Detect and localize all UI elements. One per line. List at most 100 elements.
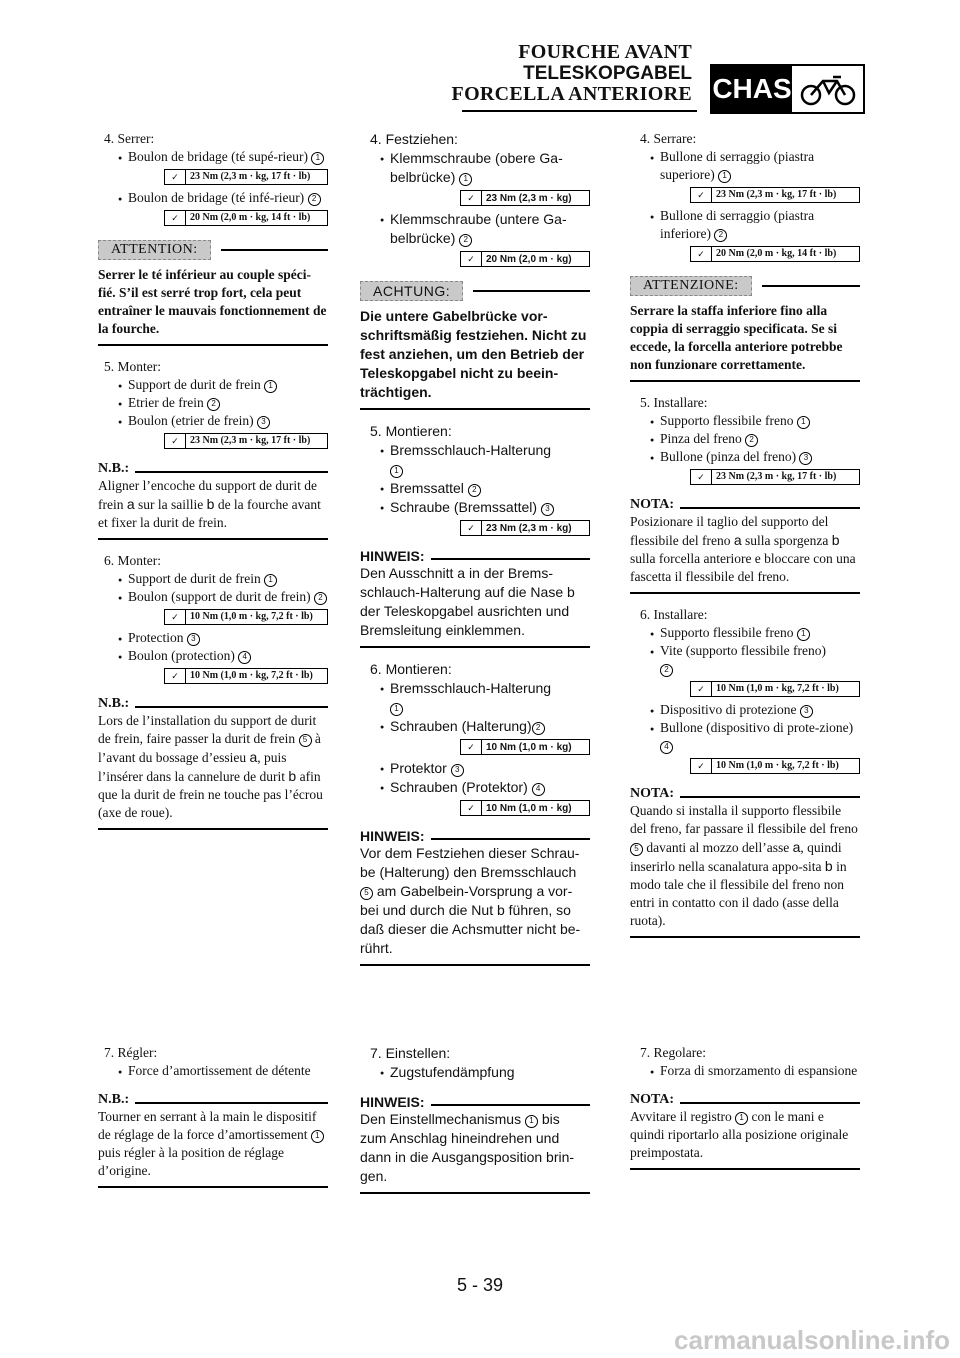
callout-3: 3	[256, 415, 270, 429]
note-title: N.B.:	[98, 696, 130, 711]
bullet-item: Etrier de frein 2	[98, 394, 328, 413]
wrench-torque-icon: ✓	[461, 801, 482, 815]
note-title: NOTA:	[630, 1092, 675, 1107]
callout-1: 1	[718, 169, 732, 183]
note-title: N.B.:	[98, 1092, 130, 1107]
note-title: HINWEIS:	[360, 548, 425, 564]
torque-spec: ✓23 Nm (2,3 m · kg)	[460, 190, 590, 206]
bullet-item: Force d’amortissement de détente	[98, 1062, 328, 1081]
bullet-item: Klemmschraube (untere Ga-belbrücke) 2	[360, 210, 590, 248]
wrench-torque-icon: ✓	[165, 610, 186, 624]
step-label: 6. Installare:	[640, 607, 708, 622]
step-label: 7. Regolare:	[640, 1045, 706, 1060]
callout-2: 2	[467, 483, 481, 497]
note-text: Tourner en serrant à la main le disposit…	[98, 1108, 328, 1180]
note-3: HINWEIS: Den Einstellmechanismus 1 bis z…	[360, 1092, 590, 1194]
torque-spec: ✓20 Nm (2,0 m · kg, 14 ft · lb)	[690, 246, 860, 262]
item-text: Boulon de bridage (té infé-rieur)	[128, 190, 305, 205]
ref-a: a	[126, 496, 135, 512]
warning-text: Serrer le té inférieur au couple spéci-f…	[98, 267, 327, 336]
callout-3: 3	[186, 632, 200, 646]
warning-title: ATTENZIONE:	[630, 276, 752, 296]
wrench-torque-icon: ✓	[461, 740, 482, 754]
note-3: NOTA: Avvitare il registro 1 con le mani…	[630, 1090, 860, 1170]
note-1: HINWEIS: Den Ausschnitt a in der Brems-s…	[360, 546, 590, 648]
ref-a: a	[792, 839, 801, 855]
step-7: 7. Regolare: Forza di smorzamento di esp…	[630, 1044, 860, 1081]
wrench-torque-icon: ✓	[691, 470, 712, 484]
step-label: 4. Serrare:	[640, 131, 697, 146]
callout-2: 2	[714, 228, 728, 242]
callout-1: 1	[264, 379, 278, 393]
callout-1: 1	[459, 172, 473, 186]
step-6: 6. Monter: Support de durit de frein 1 B…	[98, 552, 328, 684]
bullet-item: Bullone (dispositivo di prote-zione) 4	[630, 719, 860, 755]
callout-4: 4	[660, 740, 673, 754]
step-label: 6. Monter:	[104, 553, 161, 568]
note-1: NOTA: Posizionare il taglio del supporto…	[630, 495, 860, 594]
wrench-torque-icon: ✓	[165, 434, 186, 448]
bullet-item: Bullone di serraggio (piastra superiore)…	[630, 148, 860, 184]
callout-4: 4	[531, 782, 545, 796]
step-label: 7. Einstellen:	[370, 1045, 451, 1061]
callout-2: 2	[307, 192, 321, 206]
note-text: Den Einstellmechanismus 1 bis zum Anschl…	[360, 1111, 575, 1184]
item-text: Boulon (etrier de frein)	[128, 413, 254, 428]
bullet-item: Boulon de bridage (té infé-rieur) 2	[98, 189, 328, 208]
note-2: NOTA: Quando si installa il supporto fle…	[630, 784, 860, 938]
step-4: 4. Festziehen: Klemmschraube (obere Ga-b…	[360, 130, 590, 267]
bullet-item: Protection 3	[98, 629, 328, 648]
bullet-item: Support de durit de frein 1	[98, 570, 328, 589]
note-title: NOTA:	[630, 786, 675, 801]
title-fr: FOURCHE AVANT	[518, 41, 692, 63]
ref-a: a	[733, 532, 742, 548]
torque-value: 20 Nm (2,0 m · kg, 14 ft · lb)	[190, 212, 311, 223]
wrench-torque-icon: ✓	[461, 252, 482, 266]
divider	[630, 380, 860, 382]
wrench-torque-icon: ✓	[165, 170, 186, 184]
ref-b: b	[831, 532, 840, 548]
wrench-torque-icon: ✓	[691, 682, 712, 696]
callout-2: 2	[207, 397, 221, 411]
torque-spec: ✓10 Nm (1,0 m · kg)	[460, 739, 590, 755]
note-text: Lors de l’installation du support de dur…	[98, 713, 323, 820]
torque-spec: ✓10 Nm (1,0 m · kg, 7,2 ft · lb)	[164, 609, 328, 625]
callout-2: 2	[531, 721, 545, 735]
step-label: 7. Régler:	[104, 1045, 158, 1060]
torque-value: 23 Nm (2,3 m · kg, 17 ft · lb)	[190, 435, 311, 446]
torque-spec: ✓23 Nm (2,3 m · kg)	[460, 520, 590, 536]
torque-spec: ✓23 Nm (2,3 m · kg, 17 ft · lb)	[164, 169, 328, 185]
divider	[360, 646, 590, 648]
note-text: Posizionare il taglio del supporto del f…	[630, 514, 856, 584]
step-5: 5. Monter: Support de durit de frein 1 E…	[98, 358, 328, 449]
note-title: HINWEIS:	[360, 1094, 425, 1110]
header-titles: FOURCHE AVANT TELESKOPGABEL FORCELLA ANT…	[452, 42, 692, 105]
torque-spec: ✓23 Nm (2,3 m · kg, 17 ft · lb)	[690, 469, 860, 485]
item-text: Etrier de frein	[128, 395, 204, 410]
torque-spec: ✓10 Nm (1,0 m · kg)	[460, 800, 590, 816]
bullet-item: Schrauben (Protektor) 4	[360, 778, 590, 798]
callout-3: 3	[540, 502, 554, 516]
divider	[630, 1168, 860, 1170]
note-text: Avvitare il registro 1 con le mani e qui…	[630, 1109, 849, 1160]
ref-a: a	[249, 749, 258, 765]
section-label: CHAS	[712, 66, 792, 112]
bullet-item: Bullone di serraggio (piastra inferiore)…	[630, 207, 860, 243]
bullet-item: Bullone (pinza del freno) 3	[630, 448, 860, 467]
note-text: Aligner l’encoche du support de durit de…	[98, 478, 321, 530]
wrench-torque-icon: ✓	[461, 191, 482, 205]
divider	[98, 538, 328, 540]
torque-spec: ✓10 Nm (1,0 m · kg, 7,2 ft · lb)	[164, 668, 328, 684]
note-text: Vor dem Festziehen dieser Schrau-be (Hal…	[360, 845, 581, 956]
bullet-item: Supporto flessibile freno 1	[630, 412, 860, 431]
column-german: 4. Festziehen: Klemmschraube (obere Ga-b…	[360, 130, 590, 966]
bullet-item: Protektor 3	[360, 759, 590, 779]
ref-b: b	[496, 902, 505, 918]
column-french: 4. Serrer: Boulon de bridage (té supé-ri…	[98, 130, 328, 830]
step-label: 5. Montieren:	[370, 423, 452, 439]
item-text: Boulon de bridage (té supé-rieur)	[128, 149, 308, 164]
bullet-item: Bremssattel 2	[360, 479, 590, 499]
bullet-item: Pinza del freno 2	[630, 430, 860, 449]
